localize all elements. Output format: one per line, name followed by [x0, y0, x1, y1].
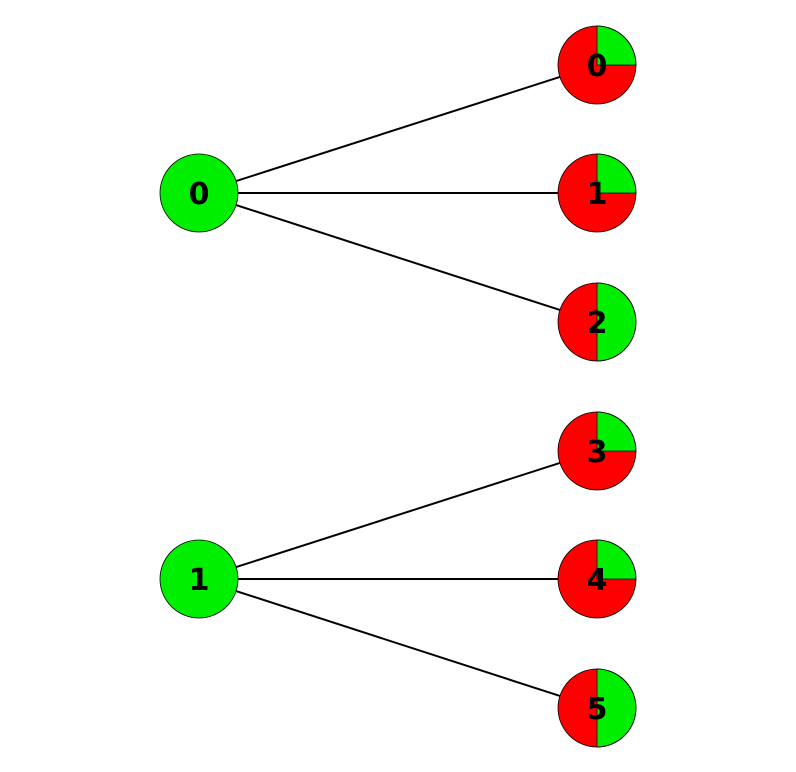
- right-node-label: 2: [587, 306, 608, 341]
- nodes-layer: 0 1 0 1 2 3 4 5: [159, 25, 637, 748]
- right-node-2: 2: [557, 282, 637, 362]
- right-node-5: 5: [557, 668, 637, 748]
- right-node-outline: [557, 539, 637, 619]
- right-node-label: 5: [587, 692, 608, 727]
- edge-L1-R5: [235, 590, 561, 697]
- edges-layer: [235, 75, 561, 697]
- left-node-0: 0: [159, 153, 239, 233]
- right-node-1: 1: [557, 153, 637, 233]
- edge-L0-R2: [235, 204, 561, 311]
- right-node-label: 4: [587, 563, 608, 598]
- right-node-0: 0: [557, 25, 637, 105]
- right-node-label: 3: [587, 435, 608, 470]
- left-node-label: 1: [189, 563, 210, 598]
- right-node-3: 3: [557, 411, 637, 491]
- right-node-label: 1: [587, 177, 608, 212]
- right-node-outline: [557, 25, 637, 105]
- left-node-label: 0: [189, 177, 210, 212]
- edge-L0-R0: [235, 75, 561, 183]
- right-node-4: 4: [557, 539, 637, 619]
- right-node-outline: [557, 411, 637, 491]
- right-node-outline: [557, 282, 637, 362]
- right-node-label: 0: [587, 49, 608, 84]
- left-node-circle: [159, 539, 239, 619]
- right-node-outline: [557, 153, 637, 233]
- edge-L1-R3: [235, 461, 561, 569]
- left-node-circle: [159, 153, 239, 233]
- left-node-1: 1: [159, 539, 239, 619]
- right-node-outline: [557, 668, 637, 748]
